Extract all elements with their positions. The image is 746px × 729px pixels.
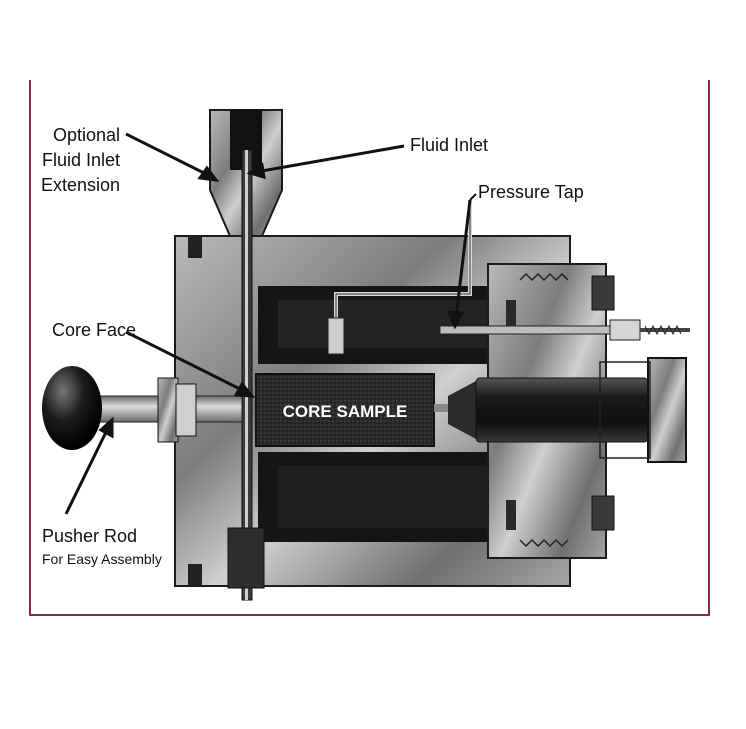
diagram-frame <box>29 80 710 616</box>
core-sample-label: CORE SAMPLE <box>283 402 408 421</box>
label-optional-line1: Optional <box>53 125 120 145</box>
pressure-tap-line <box>327 200 690 355</box>
core-sample: CORE SAMPLE <box>255 373 435 447</box>
label-pusher-rod-sub: For Easy Assembly <box>42 551 162 567</box>
label-fluid-inlet: Fluid Inlet <box>410 135 488 155</box>
label-pusher-rod: Pusher Rod <box>42 526 137 546</box>
pusher-rod <box>42 366 243 450</box>
label-optional-line2: Fluid Inlet <box>42 150 120 170</box>
leader-arrows <box>64 132 477 515</box>
label-core-face: Core Face <box>52 320 136 340</box>
label-optional-line3: Extension <box>41 175 120 195</box>
pusher-knob <box>42 366 102 450</box>
label-pressure-tap: Pressure Tap <box>478 182 584 202</box>
inlet-tube <box>227 149 265 601</box>
piston-cylinder <box>434 357 687 463</box>
callout-labels: Optional Fluid Inlet Extension Fluid Inl… <box>41 125 584 567</box>
